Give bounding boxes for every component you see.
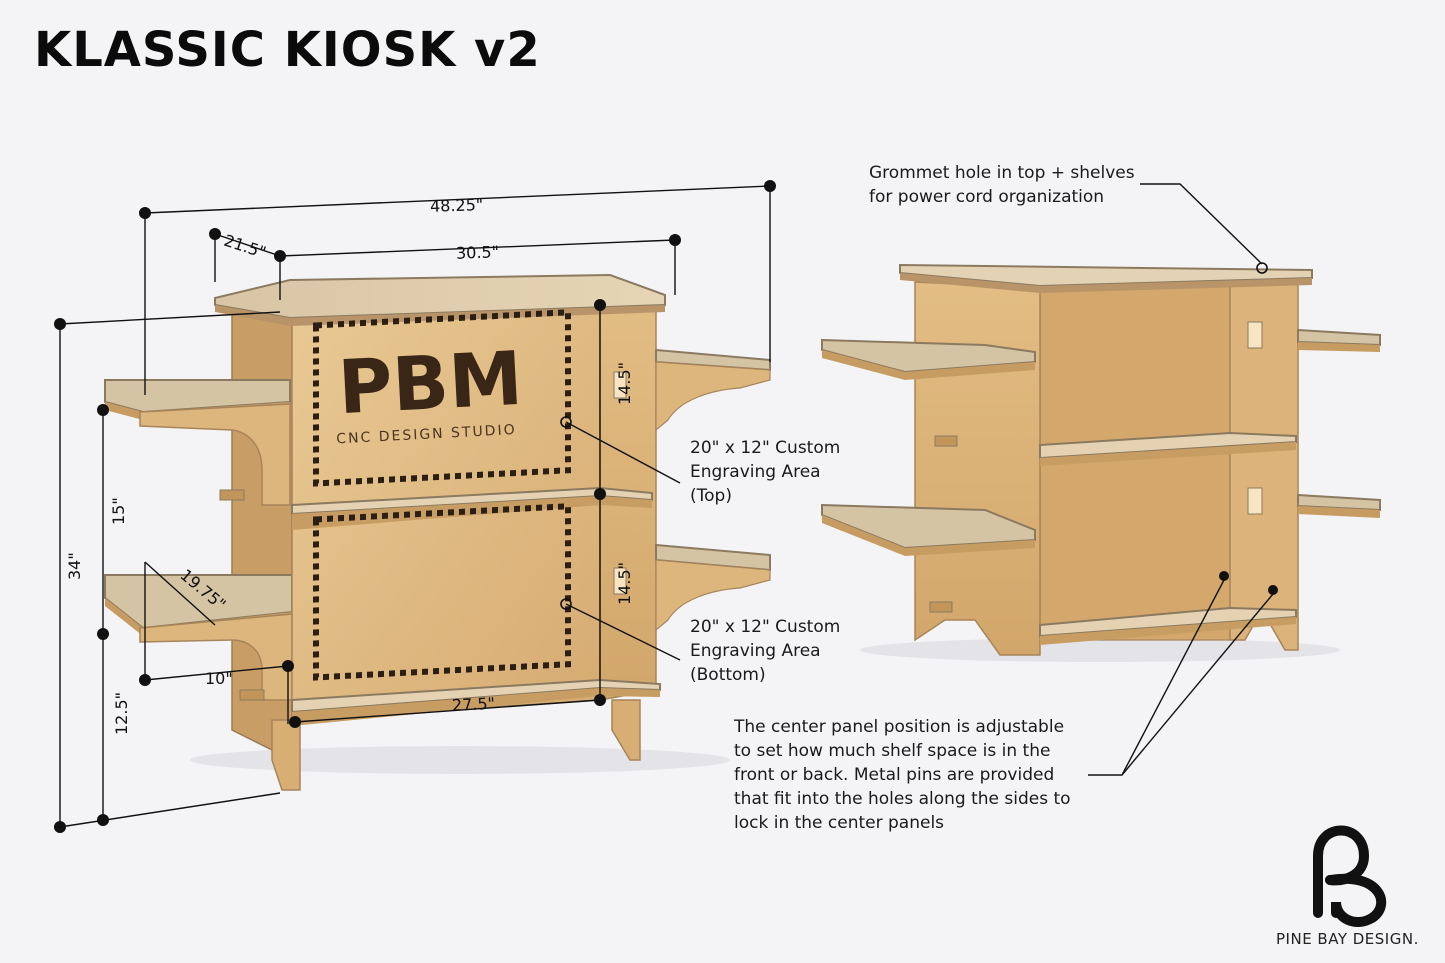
dim-shelf-depth: 10" <box>205 669 233 688</box>
callout-center-panel: The center panel position is adjustable … <box>734 717 1071 833</box>
page-title: KLASSIC KIOSK v2 <box>34 22 541 78</box>
dim-panel-bottom: 14.5" <box>615 562 634 605</box>
dim-panel-top: 14.5" <box>615 362 634 405</box>
callout-grommet: Grommet hole in top + shelves for power … <box>869 163 1135 207</box>
right-kiosk <box>821 183 1381 776</box>
dim-upper-shelf-height: 15" <box>109 497 128 525</box>
panel-logo-main: PBM <box>336 336 525 432</box>
dim-top-width: 30.5" <box>456 242 500 262</box>
callout-engraving-top: 20" x 12" Custom Engraving Area (Top) <box>690 438 841 506</box>
dimension-lines <box>59 185 771 828</box>
dimension-endpoints <box>54 180 776 833</box>
brand-logo-icon <box>1313 825 1387 927</box>
dim-lower-shelf-height: 12.5" <box>112 692 131 735</box>
callout-engraving-bottom: 20" x 12" Custom Engraving Area (Bottom) <box>690 617 841 685</box>
dim-height: 34" <box>65 552 84 580</box>
dim-overall-width: 48.25" <box>430 195 484 216</box>
brand-name: PINE BAY DESIGN. <box>1276 930 1419 948</box>
dim-inner-width: 27.5" <box>452 694 496 715</box>
left-kiosk: PBM CNC DESIGN STUDIO <box>104 273 771 791</box>
dim-depth: 21.5" <box>222 231 269 262</box>
